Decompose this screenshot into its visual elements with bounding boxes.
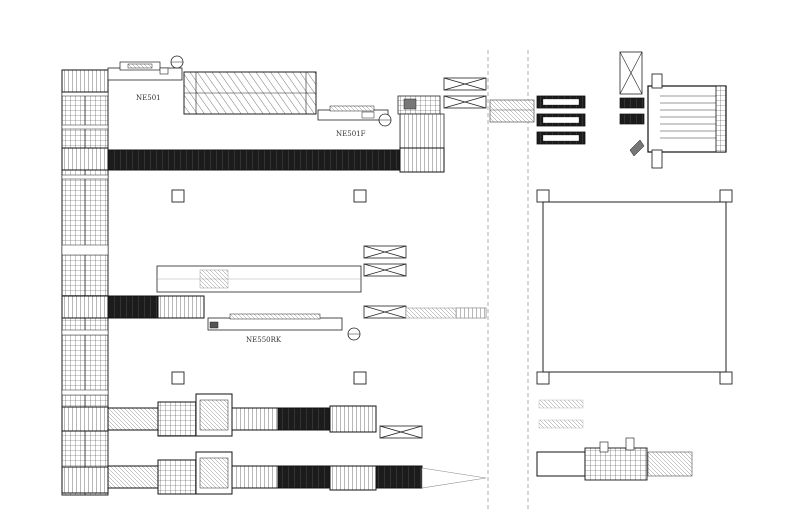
loader-unit-top [397, 95, 445, 149]
storage-area [542, 201, 727, 373]
machine-ne501: NE501 [107, 55, 184, 102]
label-ne550rk: NE550RK [246, 336, 282, 344]
tray-stack [536, 95, 586, 145]
transfer-unit-aisle [489, 99, 535, 123]
machine-top-right [619, 51, 727, 169]
faint-pallets [538, 399, 584, 429]
conveyor-row-2 [107, 295, 487, 319]
machine-bottom-right [536, 437, 693, 481]
x-marked-crate-icons [363, 77, 487, 439]
conveyor-row-1 [107, 147, 445, 173]
table-row-2 [156, 265, 362, 293]
conveyor-row-3 [107, 393, 377, 437]
label-ne501: NE501 [136, 94, 161, 102]
label-ne501f: NE501F [336, 130, 366, 138]
machine-ne550rk: NE550RK [207, 313, 361, 344]
conveyor-row-4 [107, 451, 487, 495]
machine-ne501f: NE501F [317, 105, 392, 138]
stacking-table-top [183, 71, 317, 115]
junction-blocks [61, 69, 109, 494]
